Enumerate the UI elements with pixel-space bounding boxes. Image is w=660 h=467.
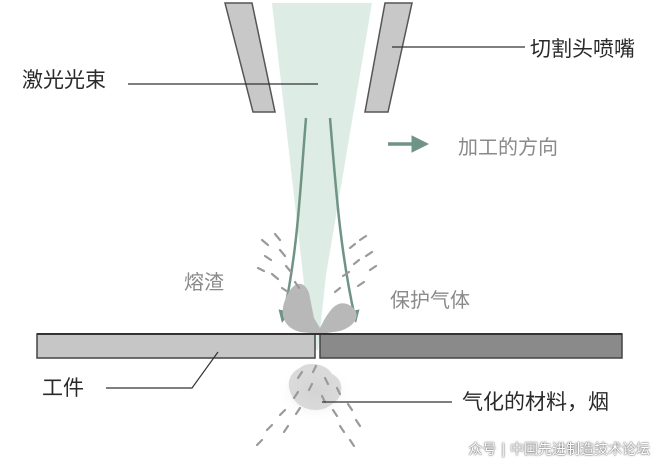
nozzle-right-wall (364, 2, 413, 113)
label-laser-beam: 激光光束 (22, 68, 106, 92)
assist-gas-arrow-left (278, 117, 308, 323)
vapor-blob (288, 364, 342, 410)
label-nozzle: 切割头喷嘴 (530, 37, 635, 61)
watermark: 众号 | 中国先进制造技术论坛 (468, 442, 650, 458)
workpiece-cut (319, 333, 623, 359)
debris-particles-bottom (255, 364, 362, 448)
assist-gas-arrow-right (328, 117, 360, 323)
label-cut-direction: 加工的方向 (458, 135, 558, 159)
label-vapor: 气化的材料，烟 (462, 390, 609, 414)
slag-blob (282, 283, 357, 334)
leader-workpiece (106, 351, 219, 389)
label-slag: 熔渣 (184, 270, 224, 294)
debris-particles-top (256, 232, 378, 294)
label-workpiece: 工件 (42, 376, 84, 400)
nozzle-left-wall (224, 2, 276, 113)
laser-beam (272, 3, 372, 350)
label-assist-gas: 保护气体 (390, 288, 470, 312)
workpiece-uncut (36, 333, 316, 359)
